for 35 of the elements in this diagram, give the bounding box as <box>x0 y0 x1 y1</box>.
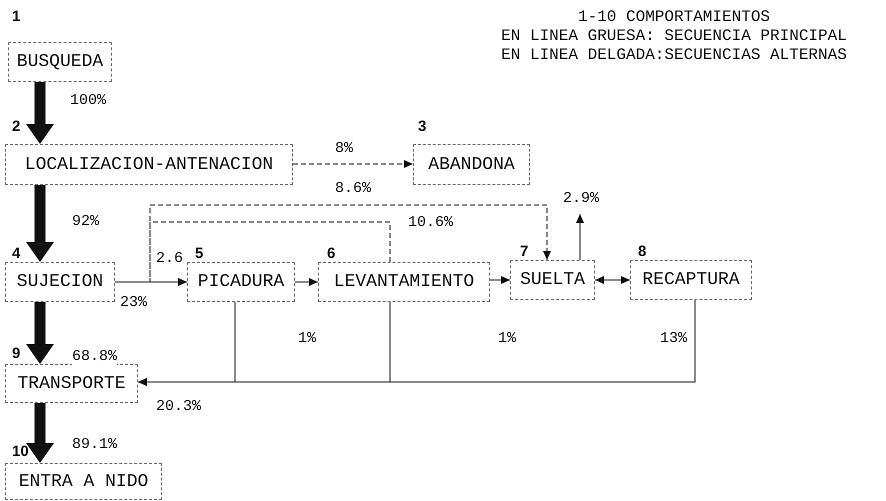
step-number: 6 <box>327 245 336 262</box>
step-number: 2 <box>12 118 20 135</box>
arrow <box>150 222 390 286</box>
arrow <box>490 276 510 284</box>
process-box: SUELTA <box>510 260 595 300</box>
arrow <box>594 276 630 284</box>
process-box: RECAPTURA <box>630 260 752 300</box>
step-number: 7 <box>520 243 528 260</box>
thick-arrow <box>26 185 54 262</box>
arrow <box>138 300 696 386</box>
legend-note: EN LINEA GRUESA: SECUENCIA PRINCIPAL <box>500 27 848 45</box>
edge-label: 68.8% <box>72 348 118 365</box>
arrow <box>292 160 414 168</box>
thick-arrow <box>26 403 54 463</box>
thick-arrow <box>26 82 54 144</box>
process-box: ABANDONA <box>413 144 530 185</box>
legend-note: 1-10 COMPORTAMIENTOS <box>576 8 772 26</box>
arrow <box>294 278 318 286</box>
process-box: ENTRA A NIDO <box>5 463 162 500</box>
step-number: 1 <box>12 8 20 25</box>
process-box: PICADURA <box>187 262 295 302</box>
process-box: LOCALIZACION-ANTENACION <box>5 144 293 185</box>
step-number: 9 <box>12 345 20 362</box>
legend-note: EN LINEA DELGADA:SECUENCIAS ALTERNAS <box>500 46 848 64</box>
process-box: BUSQUEDA <box>8 42 112 82</box>
step-number: 10 <box>12 443 29 460</box>
step-number: 5 <box>195 245 204 262</box>
step-number: 3 <box>418 118 426 135</box>
process-box: SUJECION <box>5 262 115 302</box>
thick-arrow <box>26 302 54 364</box>
arrow <box>576 214 584 260</box>
step-number: 4 <box>12 245 20 262</box>
arrow <box>114 204 551 282</box>
step-number: 8 <box>638 243 646 260</box>
process-box: LEVANTAMIENTO <box>318 262 490 302</box>
